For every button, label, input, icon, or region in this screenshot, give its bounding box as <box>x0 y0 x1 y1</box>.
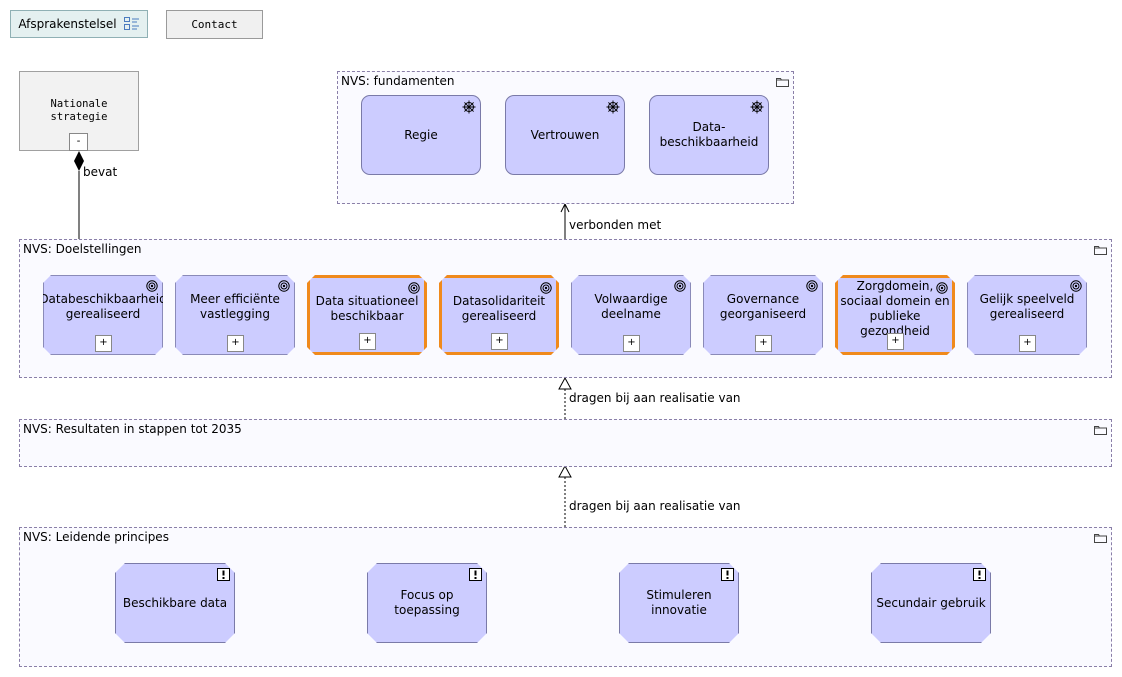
principle-beschikbare-data[interactable]: Beschikbare data <box>115 563 235 643</box>
target-icon <box>146 280 158 292</box>
expand-button[interactable]: + <box>1019 335 1036 352</box>
goal-label: Volwaardige deelname <box>594 292 668 321</box>
nationale-strategie-node[interactable]: Nationale strategie - <box>19 71 139 151</box>
principle-exclamation-icon <box>721 568 734 581</box>
afsprakenstelsel-label: Afsprakenstelsel <box>18 17 117 31</box>
driver-icon <box>750 100 764 114</box>
principle-label: Secundair gebruik <box>876 595 986 610</box>
group-doelstellingen-label: NVS: Doelstellingen <box>23 242 142 256</box>
expand-button[interactable]: + <box>227 335 244 352</box>
target-icon <box>806 280 818 292</box>
principle-focus-op-toepassing[interactable]: Focus op toepassing <box>367 563 487 643</box>
driver-icon <box>462 100 476 114</box>
fundament-label: Vertrouwen <box>530 127 600 142</box>
group-principes-label: NVS: Leidende principes <box>23 530 169 544</box>
collapse-button[interactable]: - <box>69 133 88 151</box>
goal-efficiente-vastlegging[interactable]: Meer efficiënte vastlegging + <box>175 275 295 355</box>
target-icon <box>674 280 686 292</box>
contributes-label-1: dragen bij aan realisatie van <box>569 391 741 405</box>
principle-label: Beschikbare data <box>122 595 228 610</box>
contact-label: Contact <box>191 18 238 31</box>
principle-label: Stimuleren innovatie <box>646 588 712 617</box>
expand-button[interactable]: + <box>491 333 508 350</box>
expand-button[interactable]: + <box>755 335 772 352</box>
goal-governance[interactable]: Governance georganiseerd + <box>703 275 823 355</box>
expand-button[interactable]: + <box>359 333 376 350</box>
expand-button[interactable]: + <box>95 335 112 352</box>
target-icon <box>278 280 290 292</box>
principle-label: Focus op toepassing <box>394 588 460 617</box>
fundament-databeschikbaarheid[interactable]: Data- beschikbaarheid <box>649 95 769 175</box>
connected-label: verbonden met <box>569 218 662 232</box>
target-icon <box>540 282 552 294</box>
group-fundamenten-label: NVS: fundamenten <box>341 74 455 88</box>
goal-gelijk-speelveld[interactable]: Gelijk speelveld gerealiseerd + <box>967 275 1087 355</box>
fundament-vertrouwen[interactable]: Vertrouwen <box>505 95 625 175</box>
afsprakenstelsel-button[interactable]: Afsprakenstelsel <box>10 10 148 38</box>
contains-label: bevat <box>83 165 118 179</box>
goal-label: Data situationeel beschikbaar <box>315 294 419 323</box>
target-icon <box>936 282 948 294</box>
folder-icon <box>1094 246 1107 255</box>
goal-databeschikbaarheid[interactable]: Databeschikbaarheid gerealiseerd + <box>43 275 163 355</box>
goal-datasolidariteit[interactable]: Datasolidariteit gerealiseerd + <box>439 275 559 355</box>
principle-exclamation-icon <box>973 568 986 581</box>
principle-stimuleren-innovatie[interactable]: Stimuleren innovatie <box>619 563 739 643</box>
realization-arrowhead-2 <box>558 464 572 478</box>
goal-label: Governance georganiseerd <box>719 292 807 321</box>
goal-data-situationeel[interactable]: Data situationeel beschikbaar + <box>307 275 427 355</box>
realization-arrowhead-1 <box>558 376 572 390</box>
goal-volwaardige-deelname[interactable]: Volwaardige deelname + <box>571 275 691 355</box>
principle-exclamation-icon <box>217 568 230 581</box>
principle-secundair-gebruik[interactable]: Secundair gebruik <box>871 563 991 643</box>
goal-label: Databeschikbaarheid gerealiseerd <box>39 292 167 321</box>
fundament-label: Data- beschikbaarheid <box>659 120 759 149</box>
expand-button[interactable]: + <box>887 333 904 350</box>
list-view-icon <box>123 17 139 30</box>
goal-label: Zorgdomein, sociaal domein en publieke g… <box>840 279 950 338</box>
group-resultaten-label: NVS: Resultaten in stappen tot 2035 <box>23 422 242 436</box>
connected-arrowhead <box>560 202 570 213</box>
expand-button[interactable]: + <box>623 335 640 352</box>
folder-icon <box>1094 534 1107 543</box>
folder-icon <box>1094 426 1107 435</box>
fundament-label: Regie <box>404 127 438 142</box>
goal-label: Datasolidariteit gerealiseerd <box>452 294 546 323</box>
group-resultaten[interactable]: NVS: Resultaten in stappen tot 2035 <box>19 419 1112 467</box>
principle-exclamation-icon <box>469 568 482 581</box>
goal-zorgdomein[interactable]: Zorgdomein, sociaal domein en publieke g… <box>835 275 955 355</box>
strategy-title-line2: strategie <box>50 111 108 123</box>
contact-button[interactable]: Contact <box>166 10 263 39</box>
folder-icon <box>776 78 789 87</box>
driver-icon <box>606 100 620 114</box>
target-icon <box>1070 280 1082 292</box>
target-icon <box>408 282 420 294</box>
goal-label: Gelijk speelveld gerealiseerd <box>979 292 1075 321</box>
fundament-regie[interactable]: Regie <box>361 95 481 175</box>
goal-label: Meer efficiënte vastlegging <box>190 292 280 321</box>
strategy-title-line1: Nationale <box>50 98 108 110</box>
composition-diamond <box>74 151 84 171</box>
contributes-label-2: dragen bij aan realisatie van <box>569 499 741 513</box>
